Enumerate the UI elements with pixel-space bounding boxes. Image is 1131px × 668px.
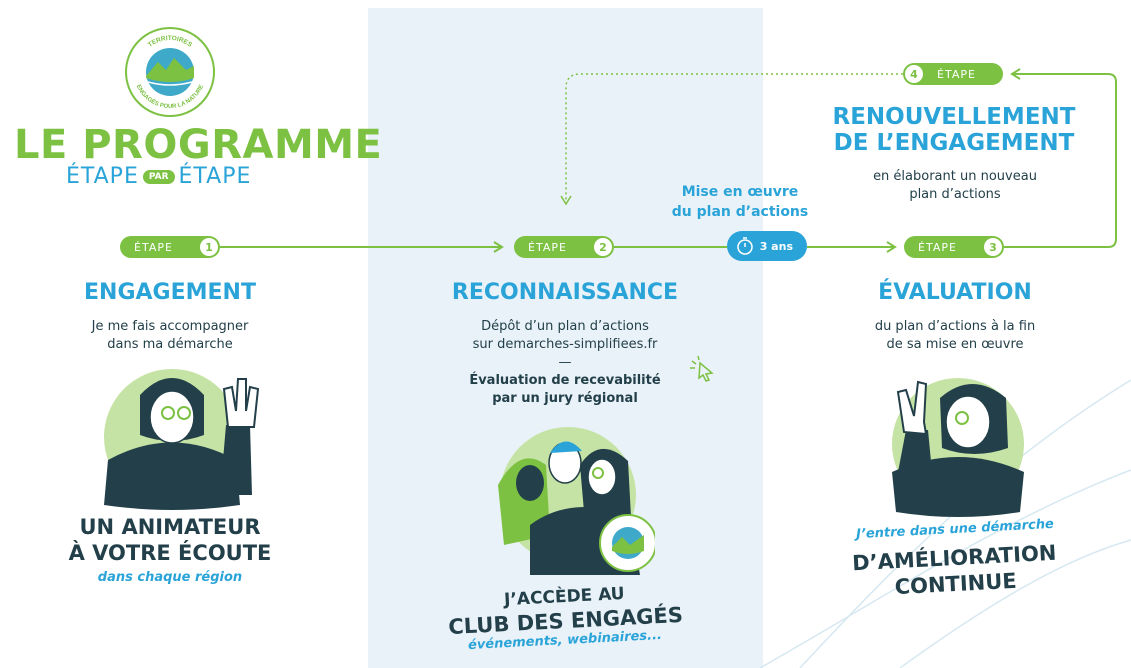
- step4-line1: en élaborant un nouveau: [873, 169, 1037, 184]
- step1-highlight: UN ANIMATEUR À VOTRE ÉCOUTE: [40, 514, 300, 566]
- etape-right: ÉTAPE: [178, 164, 252, 189]
- step2-title: RECONNAISSANCE: [451, 280, 679, 305]
- pill-label: ÉTAPE: [918, 240, 957, 254]
- step4-description: en élaborant un nouveau plan d’actions: [830, 168, 1080, 204]
- step1-line1: Je me fais accompagner: [91, 319, 249, 334]
- programme-title: LE PROGRAMME: [14, 122, 383, 168]
- mise-en-oeuvre-label: Mise en œuvre du plan d’actions: [640, 182, 840, 222]
- step4-line2: plan d’actions: [909, 187, 1001, 202]
- loop-4-2: [565, 73, 903, 200]
- step1-line2: dans ma démarche: [107, 337, 233, 352]
- step3-title: ÉVALUATION: [878, 280, 1032, 305]
- step2-description: Dépôt d’un plan d’actions sur demarches-…: [420, 318, 710, 408]
- cursor-click-icon: [690, 355, 714, 382]
- step2-line1: Dépôt d’un plan d’actions: [481, 319, 649, 334]
- pill-label: ÉTAPE: [528, 240, 567, 254]
- step2-dash: —: [558, 355, 572, 370]
- step1-big2: À VOTRE ÉCOUTE: [68, 541, 272, 565]
- wave-line: [759, 469, 1131, 668]
- loop-3-4: [1004, 73, 1117, 248]
- duration-badge: 3 ans: [727, 231, 807, 261]
- etape-left: ÉTAPE: [66, 164, 139, 189]
- territoires-logo: TERRITOIRES ENGAGÉS POUR LA NATURE: [125, 27, 215, 117]
- step1-description: Je me fais accompagner dans ma démarche: [40, 318, 300, 354]
- step-number-4: 4: [905, 65, 923, 83]
- pill-label: ÉTAPE: [937, 67, 976, 81]
- amelioration-illustration: [892, 378, 1024, 517]
- step-pill-1: ÉTAPE 1: [120, 236, 220, 258]
- animateur-illustration: [104, 369, 260, 510]
- mise-line-2: du plan d’actions: [671, 204, 809, 220]
- step1-sub: dans chaque région: [97, 570, 243, 585]
- step2-line2: sur demarches-simplifiees.fr: [472, 337, 658, 352]
- step-number-1: 1: [200, 238, 218, 256]
- step3-description: du plan d’actions à la fin de sa mise en…: [820, 318, 1090, 354]
- stopwatch-icon: [737, 237, 753, 255]
- step-pill-2: ÉTAPE 2: [514, 236, 614, 258]
- duration-label: 3 ans: [759, 239, 793, 253]
- step-number-2: 2: [594, 238, 612, 256]
- step3-line2: de sa mise en œuvre: [886, 337, 1024, 352]
- step2-line3: Évaluation de recevabilité: [469, 373, 661, 388]
- step3-line1: du plan d’actions à la fin: [874, 319, 1036, 334]
- mise-line-1: Mise en œuvre: [681, 184, 799, 200]
- club-illustration: [498, 427, 655, 575]
- step1-big1: UN ANIMATEUR: [79, 515, 261, 539]
- step4-title-line1: RENOUVELLEMENT: [832, 104, 1076, 130]
- step4-title-line2: DE L’ENGAGEMENT: [833, 130, 1075, 156]
- step2-line4: par un jury régional: [492, 391, 638, 406]
- step-pill-4: 4 ÉTAPE: [903, 63, 1003, 85]
- step4-title: RENOUVELLEMENT DE L’ENGAGEMENT: [806, 104, 1102, 156]
- step-pill-3: ÉTAPE 3: [904, 236, 1004, 258]
- par-badge: PAR: [142, 170, 175, 184]
- pill-label: ÉTAPE: [134, 240, 173, 254]
- step-number-3: 3: [984, 238, 1002, 256]
- wave-line: [899, 539, 1131, 668]
- step1-title: ENGAGEMENT: [84, 280, 256, 305]
